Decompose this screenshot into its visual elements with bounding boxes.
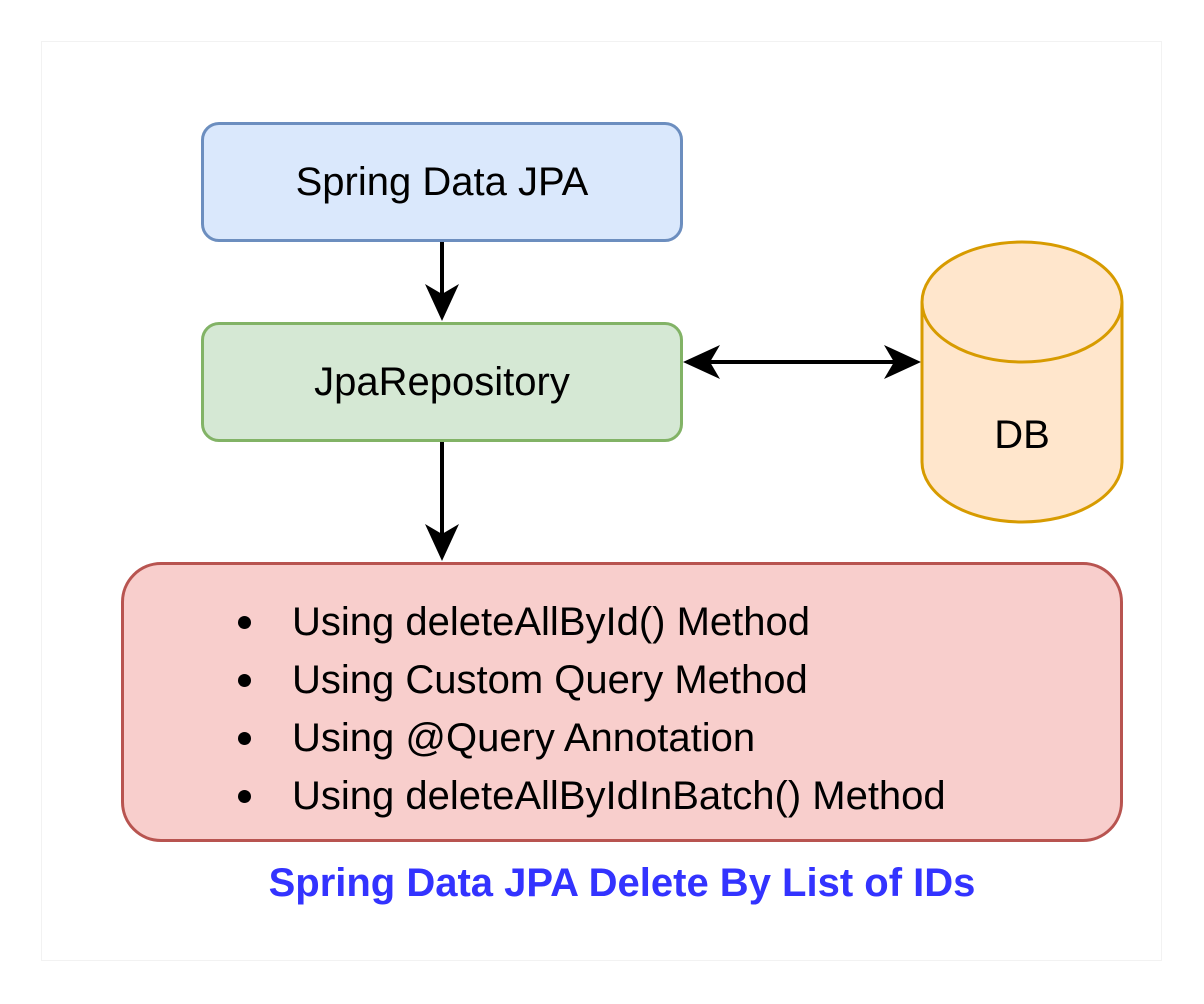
bullet-icon (238, 790, 251, 803)
delete-methods-node: Using deleteAllById() Method Using Custo… (121, 562, 1123, 842)
db-cylinder-body (920, 302, 1124, 524)
jpa-repository-label: JpaRepository (314, 359, 570, 404)
delete-methods-list: Using deleteAllById() Method Using Custo… (238, 593, 946, 825)
method-item-label: Using deleteAllById() Method (292, 600, 811, 644)
bullet-icon (238, 674, 251, 687)
bullet-icon (238, 732, 251, 745)
arrowhead-db-end (884, 345, 921, 379)
db-label: DB (994, 412, 1050, 457)
spring-data-jpa-label: Spring Data JPA (295, 159, 589, 204)
method-item-label: Using deleteAllByIdInBatch() Method (292, 774, 946, 818)
spring-data-jpa-node: Spring Data JPA (201, 122, 683, 242)
arrowhead-repo-to-methods (425, 524, 459, 561)
db-cylinder-top (920, 240, 1124, 364)
method-item-label: Using @Query Annotation (292, 716, 756, 760)
method-item: Using @Query Annotation (238, 709, 946, 767)
bullet-icon (238, 616, 251, 629)
method-item: Using Custom Query Method (238, 651, 946, 709)
method-item: Using deleteAllById() Method (238, 593, 946, 651)
arrowhead-spring-to-repo (425, 284, 459, 321)
method-item: Using deleteAllByIdInBatch() Method (238, 767, 946, 825)
jpa-repository-node: JpaRepository (201, 322, 683, 442)
diagram-caption: Spring Data JPA Delete By List of IDs (268, 861, 976, 905)
arrowhead-repo-end (683, 345, 720, 379)
diagram-frame (41, 41, 1162, 961)
method-item-label: Using Custom Query Method (292, 658, 808, 702)
